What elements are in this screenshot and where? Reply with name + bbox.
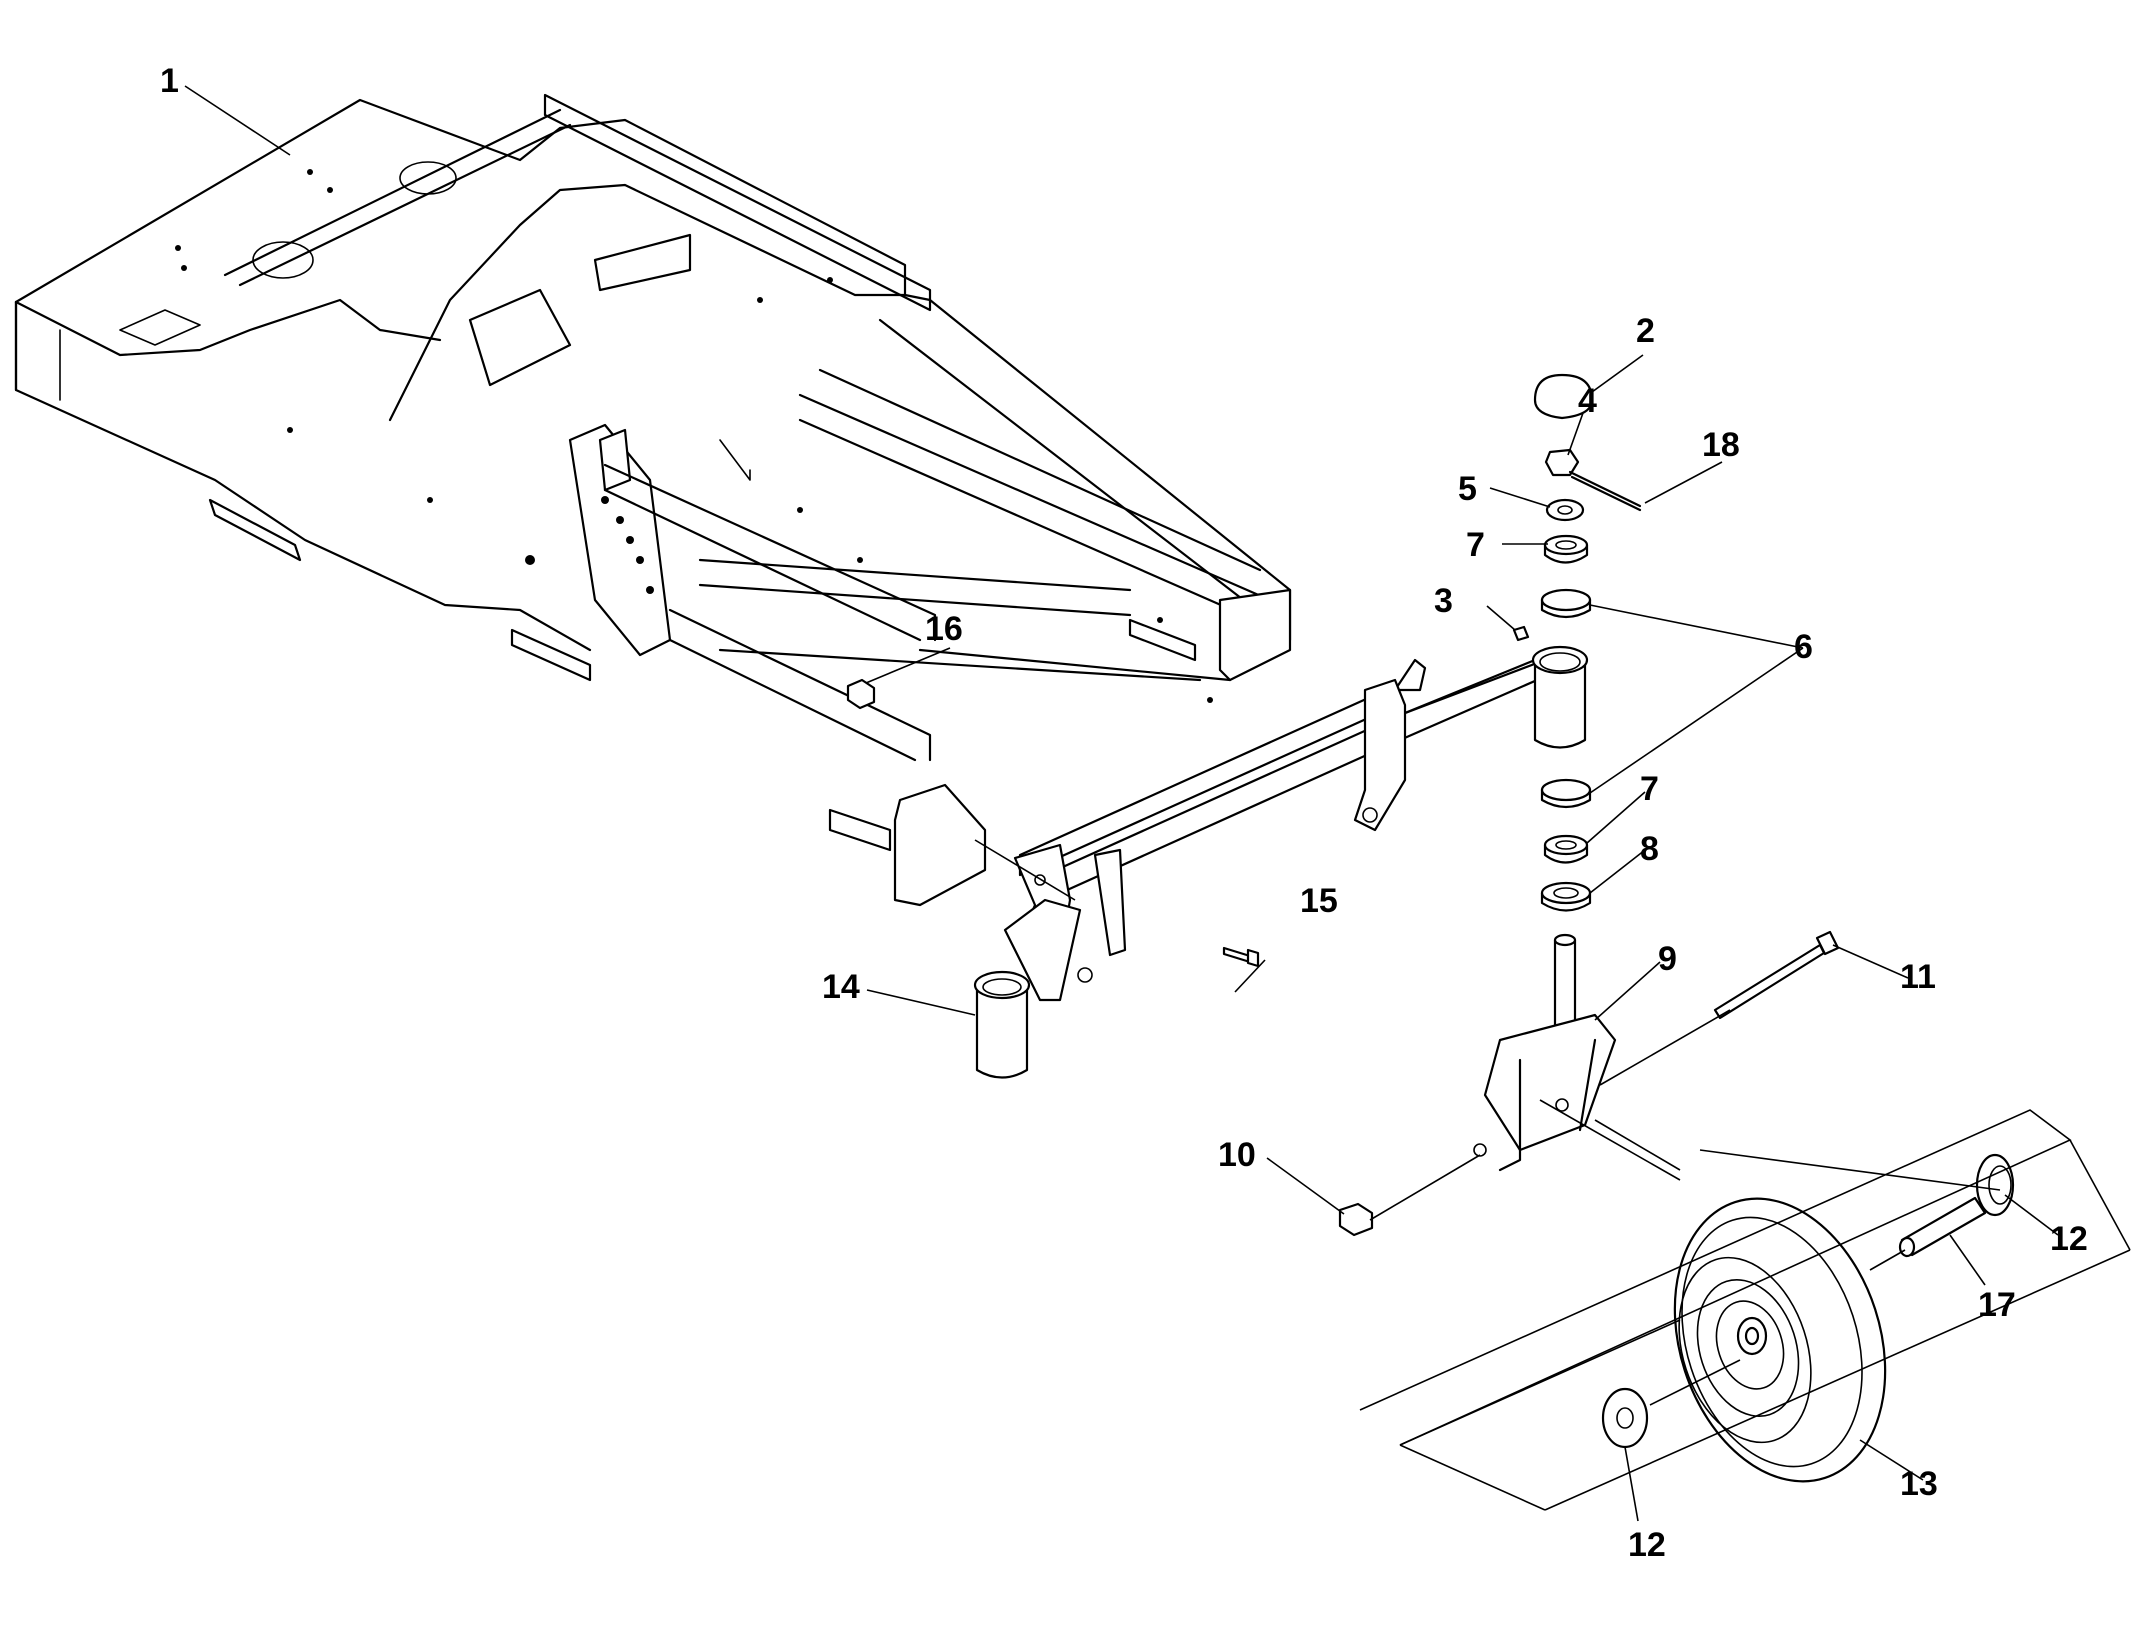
callout-1: 1 <box>160 62 179 100</box>
caster-fork-9 <box>1473 933 1617 1172</box>
callout-3: 3 <box>1434 582 1453 620</box>
grease-fitting-3 <box>1512 625 1530 642</box>
callout-8: 8 <box>1640 830 1659 868</box>
main-frame <box>14 93 1292 907</box>
seal-8 <box>1540 881 1592 912</box>
callout-10: 10 <box>1218 1136 1256 1174</box>
axle-sleeve-17 <box>1898 1196 1987 1258</box>
race-6-upper <box>1540 588 1592 619</box>
castle-nut-4 <box>1544 448 1580 477</box>
spacer-12-lower <box>1601 1387 1649 1449</box>
callout-12-right: 12 <box>2050 1220 2088 1258</box>
spacer-12-upper <box>1975 1153 2015 1217</box>
cotter-pin-18 <box>1568 470 1642 512</box>
bearing-7-lower <box>1543 834 1589 864</box>
washer-5 <box>1545 498 1585 522</box>
callout-6: 6 <box>1794 628 1813 666</box>
leader-lines <box>184 85 2059 1522</box>
callout-14: 14 <box>822 968 860 1006</box>
bolt-15 <box>1222 946 1260 968</box>
race-6-lower <box>1540 778 1592 809</box>
callout-7-lower: 7 <box>1640 770 1659 808</box>
callout-7-upper: 7 <box>1466 526 1485 564</box>
pivot-tube-14 <box>973 970 1031 1079</box>
callout-5: 5 <box>1458 470 1477 508</box>
wheel-13 <box>1673 1197 1887 1483</box>
callout-2: 2 <box>1636 312 1655 350</box>
dust-cap-2 <box>1533 373 1594 420</box>
callout-18: 18 <box>1702 426 1740 464</box>
callout-9: 9 <box>1658 940 1677 978</box>
bolt-11 <box>1713 930 1840 1020</box>
callout-17: 17 <box>1978 1286 2016 1324</box>
nut-16 <box>846 678 876 710</box>
assembly-lines <box>1359 1009 2131 1511</box>
callout-11: 11 <box>1900 958 1936 996</box>
callout-labels: 1 2 3 4 5 6 7 7 8 9 10 11 12 12 13 14 15… <box>160 62 2088 1564</box>
front-axle-beam <box>1003 645 1589 1002</box>
callout-12-bottom: 12 <box>1628 1526 1666 1564</box>
nut-10 <box>1338 1202 1374 1237</box>
callout-4: 4 <box>1578 382 1597 420</box>
callout-15: 15 <box>1300 882 1338 920</box>
callout-16: 16 <box>925 610 963 648</box>
bearing-7-upper <box>1543 534 1589 564</box>
callout-13: 13 <box>1900 1465 1938 1503</box>
